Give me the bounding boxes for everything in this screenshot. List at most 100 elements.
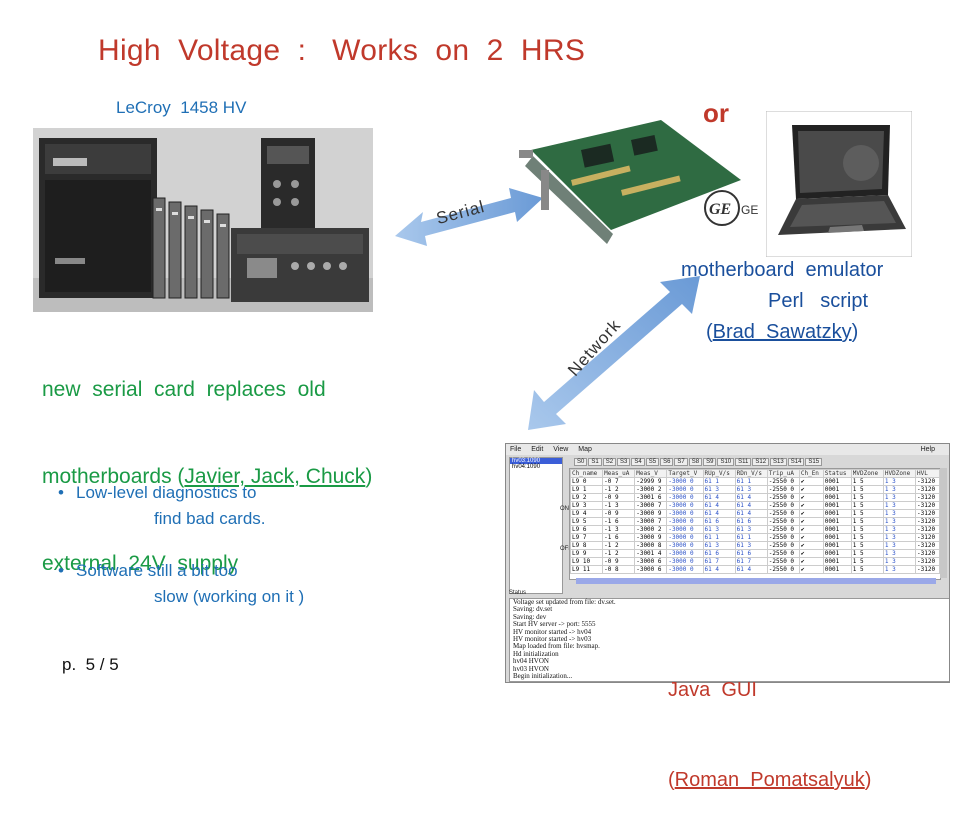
table-cell[interactable]: -3000 0 — [666, 485, 704, 494]
column-header[interactable]: Meas_V — [634, 469, 668, 478]
table-cell[interactable]: -2550 0 — [766, 541, 800, 550]
table-cell[interactable]: 61 1 — [702, 477, 736, 486]
table-cell[interactable]: 1 5 — [850, 509, 884, 518]
table-cell[interactable]: 1 3 — [882, 549, 917, 558]
table-cell[interactable]: 1 5 — [850, 557, 884, 566]
table-cell[interactable]: -1 3 — [602, 501, 636, 510]
column-header[interactable]: HVL — [915, 469, 940, 478]
table-cell[interactable]: ✔ — [798, 549, 824, 558]
table-cell[interactable]: 1 3 — [882, 541, 917, 550]
table-cell[interactable]: 61 4 — [702, 565, 736, 574]
table-cell[interactable]: ✔ — [798, 565, 824, 574]
table-cell[interactable]: 61 3 — [702, 485, 736, 494]
table-cell[interactable]: -3120 — [915, 509, 940, 518]
column-header[interactable]: RUp_V/s — [702, 469, 736, 478]
table-cell[interactable]: L9 11 — [570, 565, 604, 574]
table-horizontal-scrollbar[interactable] — [576, 578, 936, 584]
table-cell[interactable]: ✔ — [798, 493, 824, 502]
table-cell[interactable]: 1 3 — [882, 517, 917, 526]
table-cell[interactable]: -3120 — [915, 541, 940, 550]
table-cell[interactable]: -3120 — [915, 565, 940, 574]
slot-tab[interactable]: S4 — [631, 458, 645, 466]
table-cell[interactable]: 0001 — [822, 485, 852, 494]
table-cell[interactable]: 61 4 — [734, 509, 768, 518]
table-cell[interactable]: -2550 0 — [766, 509, 800, 518]
slot-tab[interactable]: S0 — [574, 458, 588, 466]
table-cell[interactable]: 1 3 — [882, 557, 917, 566]
table-cell[interactable]: 1 5 — [850, 533, 884, 542]
table-cell[interactable]: 0001 — [822, 533, 852, 542]
table-cell[interactable]: -0 9 — [602, 557, 636, 566]
table-cell[interactable]: 61 3 — [734, 525, 768, 534]
table-cell[interactable]: L9 8 — [570, 541, 604, 550]
slot-tab[interactable]: S1 — [588, 458, 602, 466]
column-header[interactable]: Ch_En — [798, 469, 824, 478]
table-cell[interactable]: -3120 — [915, 493, 940, 502]
table-cell[interactable]: -3000 7 — [634, 501, 668, 510]
table-cell[interactable]: -3000 0 — [666, 549, 704, 558]
table-cell[interactable]: -1 2 — [602, 541, 636, 550]
table-cell[interactable]: -3000 0 — [666, 525, 704, 534]
table-cell[interactable]: 61 3 — [734, 485, 768, 494]
table-cell[interactable]: L9 3 — [570, 501, 604, 510]
table-cell[interactable]: 0001 — [822, 565, 852, 574]
table-cell[interactable]: -3000 0 — [666, 565, 704, 574]
table-cell[interactable]: 1 3 — [882, 485, 917, 494]
table-cell[interactable]: 61 4 — [734, 501, 768, 510]
table-cell[interactable]: 0001 — [822, 493, 852, 502]
table-cell[interactable]: -2550 0 — [766, 549, 800, 558]
column-header[interactable]: Trip_uA — [766, 469, 800, 478]
column-header[interactable]: RDn_V/s — [734, 469, 768, 478]
table-cell[interactable]: L9 5 — [570, 517, 604, 526]
slot-tab[interactable]: S12 — [752, 458, 770, 466]
table-cell[interactable]: 61 4 — [702, 493, 736, 502]
table-cell[interactable]: ✔ — [798, 541, 824, 550]
table-cell[interactable]: -3000 8 — [634, 541, 668, 550]
table-cell[interactable]: -3001 4 — [634, 549, 668, 558]
table-cell[interactable]: L9 4 — [570, 509, 604, 518]
table-cell[interactable]: 1 3 — [882, 565, 917, 574]
table-cell[interactable]: 1 5 — [850, 549, 884, 558]
table-cell[interactable]: 0001 — [822, 549, 852, 558]
table-cell[interactable]: -2550 0 — [766, 485, 800, 494]
slot-tab[interactable]: S7 — [674, 458, 688, 466]
table-cell[interactable]: 1 5 — [850, 541, 884, 550]
table-cell[interactable]: -3000 0 — [666, 557, 704, 566]
column-header[interactable]: Ch_name — [570, 469, 604, 478]
table-cell[interactable]: ✔ — [798, 501, 824, 510]
table-cell[interactable]: 61 4 — [734, 493, 768, 502]
table-cell[interactable]: 61 4 — [702, 501, 736, 510]
table-cell[interactable]: -3000 2 — [634, 525, 668, 534]
table-cell[interactable]: -3000 0 — [666, 501, 704, 510]
table-cell[interactable]: 0001 — [822, 501, 852, 510]
menu-help[interactable]: Help — [920, 446, 935, 453]
table-cell[interactable]: 61 1 — [734, 533, 768, 542]
table-cell[interactable]: -3000 6 — [634, 557, 668, 566]
table-cell[interactable]: 61 3 — [702, 525, 736, 534]
table-cell[interactable]: L9 9 — [570, 549, 604, 558]
table-cell[interactable]: -3000 0 — [666, 477, 704, 486]
table-cell[interactable]: ✔ — [798, 517, 824, 526]
table-cell[interactable]: -1 3 — [602, 525, 636, 534]
menu-edit[interactable]: Edit — [531, 446, 544, 453]
slot-tab[interactable]: S10 — [717, 458, 735, 466]
table-cell[interactable]: 0001 — [822, 477, 852, 486]
table-cell[interactable]: 61 4 — [702, 509, 736, 518]
table-cell[interactable]: 1 5 — [850, 485, 884, 494]
slot-tab[interactable]: S2 — [602, 458, 617, 466]
tree-item-hv03[interactable]: hv03:1090 — [510, 458, 562, 464]
table-cell[interactable]: L9 2 — [570, 493, 604, 502]
slot-tab[interactable]: S15 — [805, 458, 823, 466]
table-cell[interactable]: ✔ — [798, 525, 824, 534]
on-button[interactable]: ON — [560, 506, 569, 512]
table-cell[interactable]: -2550 0 — [766, 533, 800, 542]
table-cell[interactable]: -2550 0 — [766, 517, 800, 526]
table-cell[interactable]: 0001 — [822, 509, 852, 518]
table-cell[interactable]: -3000 9 — [634, 509, 668, 518]
